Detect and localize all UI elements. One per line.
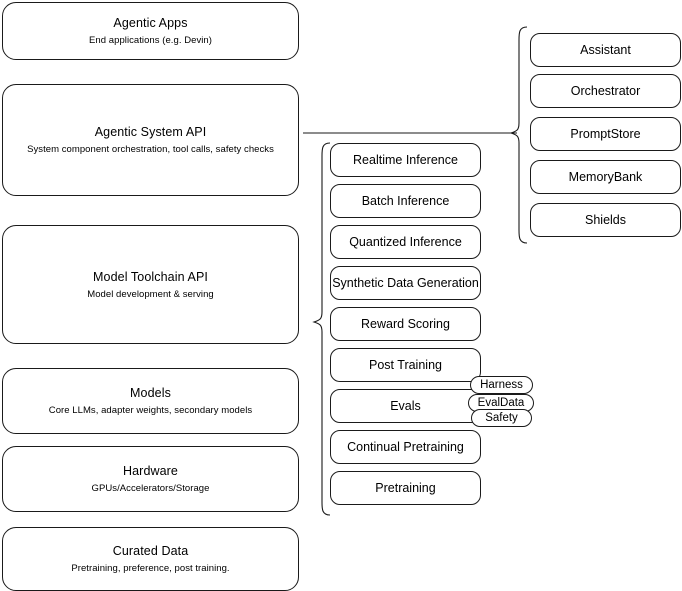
layer-box-agentic-system-api[interactable]: Agentic System API System component orch… bbox=[2, 84, 299, 196]
system-item-assistant[interactable]: Assistant bbox=[530, 33, 681, 67]
toolchain-item-reward-scoring[interactable]: Reward Scoring bbox=[330, 307, 481, 341]
layer-box-models[interactable]: Models Core LLMs, adapter weights, secon… bbox=[2, 368, 299, 434]
item-label: Pretraining bbox=[375, 480, 436, 495]
system-item-shields[interactable]: Shields bbox=[530, 203, 681, 237]
item-label: Assistant bbox=[580, 42, 631, 57]
system-item-orchestrator[interactable]: Orchestrator bbox=[530, 74, 681, 108]
layer-title: Curated Data bbox=[112, 544, 189, 558]
toolchain-item-evals[interactable]: Evals bbox=[330, 389, 481, 423]
item-label: Quantized Inference bbox=[349, 234, 462, 249]
layer-box-hardware[interactable]: Hardware GPUs/Accelerators/Storage bbox=[2, 446, 299, 512]
layer-subtitle: Model development & serving bbox=[87, 288, 214, 300]
layer-box-curated-data[interactable]: Curated Data Pretraining, preference, po… bbox=[2, 527, 299, 591]
layer-title: Agentic Apps bbox=[113, 16, 188, 30]
layer-title: Hardware bbox=[123, 464, 178, 478]
item-label: Shields bbox=[585, 212, 626, 227]
item-label: Reward Scoring bbox=[361, 316, 450, 331]
toolchain-item-realtime-inference[interactable]: Realtime Inference bbox=[330, 143, 481, 177]
toolchain-item-synthetic-data-generation[interactable]: Synthetic Data Generation bbox=[330, 266, 481, 300]
item-label: Synthetic Data Generation bbox=[332, 275, 479, 290]
eval-tag-label: EvalData bbox=[477, 396, 525, 409]
layer-subtitle: System component orchestration, tool cal… bbox=[27, 144, 274, 155]
system-item-memorybank[interactable]: MemoryBank bbox=[530, 160, 681, 194]
item-label: MemoryBank bbox=[568, 169, 643, 184]
toolchain-item-post-training[interactable]: Post Training bbox=[330, 348, 481, 382]
layer-subtitle: Pretraining, preference, post training. bbox=[71, 563, 230, 574]
layer-subtitle: Core LLMs, adapter weights, secondary mo… bbox=[48, 405, 253, 416]
layer-title: Models bbox=[130, 386, 171, 400]
layer-box-agentic-apps[interactable]: Agentic Apps End applications (e.g. Devi… bbox=[2, 2, 299, 60]
brace-toolchain-items bbox=[312, 142, 331, 516]
item-label: Post Training bbox=[369, 357, 442, 372]
item-label: Batch Inference bbox=[361, 193, 450, 208]
layer-subtitle: End applications (e.g. Devin) bbox=[89, 35, 212, 46]
layer-subtitle: GPUs/Accelerators/Storage bbox=[91, 483, 210, 494]
eval-tag-harness[interactable]: Harness bbox=[470, 376, 533, 394]
toolchain-item-pretraining[interactable]: Pretraining bbox=[330, 471, 481, 505]
eval-tag-label: Safety bbox=[485, 411, 518, 424]
eval-tag-label: Harness bbox=[480, 378, 523, 391]
toolchain-item-batch-inference[interactable]: Batch Inference bbox=[330, 184, 481, 218]
layer-title: Model Toolchain API bbox=[93, 269, 208, 284]
item-label: Orchestrator bbox=[570, 83, 641, 98]
item-label: PromptStore bbox=[570, 126, 641, 141]
item-label: Evals bbox=[390, 398, 421, 413]
layer-title: Agentic System API bbox=[94, 125, 207, 139]
item-label: Realtime Inference bbox=[353, 152, 458, 167]
toolchain-item-continual-pretraining[interactable]: Continual Pretraining bbox=[330, 430, 481, 464]
brace-system-components bbox=[509, 26, 528, 244]
item-label: Continual Pretraining bbox=[347, 439, 464, 454]
system-item-promptstore[interactable]: PromptStore bbox=[530, 117, 681, 151]
layer-box-model-toolchain-api[interactable]: Model Toolchain API Model development & … bbox=[2, 225, 299, 344]
toolchain-item-quantized-inference[interactable]: Quantized Inference bbox=[330, 225, 481, 259]
eval-tag-safety[interactable]: Safety bbox=[471, 409, 532, 427]
